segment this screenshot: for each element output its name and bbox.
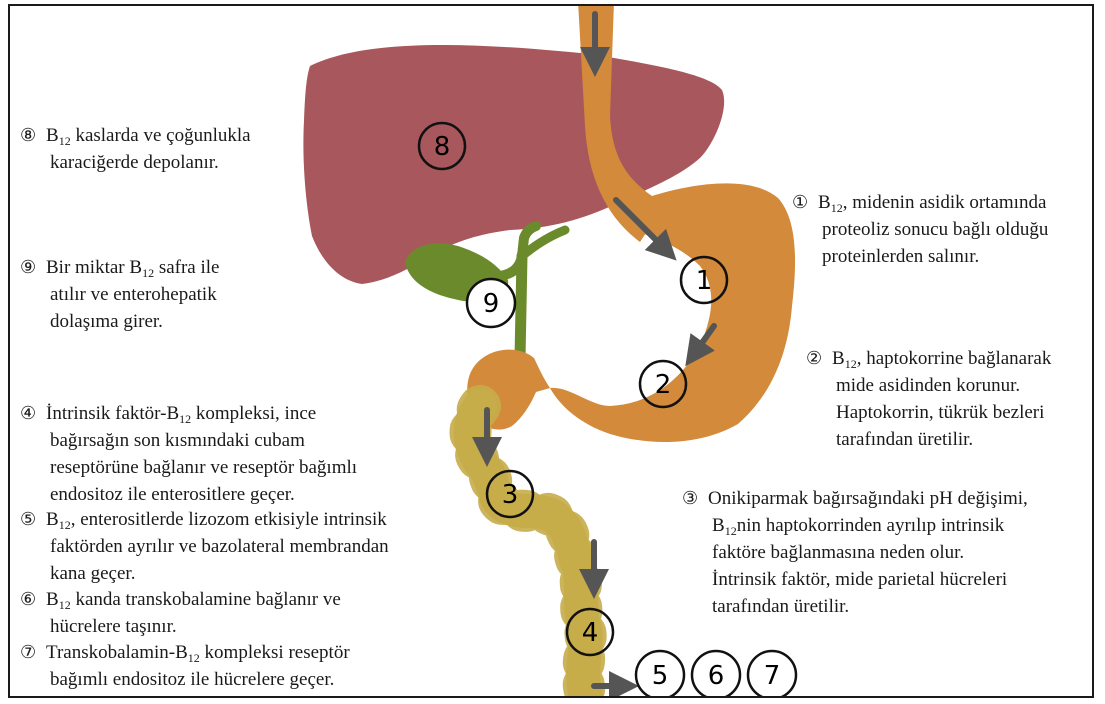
- note-line: kana geçer.: [20, 560, 389, 587]
- note-line: faktöre bağlanmasına neden olur.: [682, 539, 1028, 566]
- marker-3-label: 3: [502, 480, 519, 510]
- note-text: , midenin asidik ortamında: [843, 192, 1047, 213]
- note-line: İntrinsik faktör, mide parietal hücreler…: [682, 566, 1028, 593]
- note-text: safra ile: [154, 257, 219, 278]
- marker-6: 6: [692, 651, 740, 698]
- step-number-icon: ⑥: [20, 586, 36, 613]
- note-text: nin haptokorrinden ayrılıp intrinsik: [737, 515, 1005, 536]
- note-text: B: [46, 589, 59, 610]
- subscript: 12: [725, 524, 737, 538]
- step-number-icon: ④: [20, 400, 36, 427]
- marker-9: 9: [467, 279, 515, 327]
- subscript: 12: [845, 357, 857, 371]
- marker-5: 5: [636, 651, 684, 698]
- step-number-icon: ⑦: [20, 639, 36, 666]
- note-text: B: [46, 125, 59, 146]
- note-line: proteoliz sonucu bağlı olduğu: [792, 216, 1048, 243]
- note-text: B: [712, 515, 725, 536]
- step-number-icon: ③: [682, 485, 698, 512]
- note-line: bağımlı endositoz ile hücrelere geçer.: [20, 666, 350, 693]
- note-line: faktörden ayrılır ve bazolateral membran…: [20, 533, 389, 560]
- step-number-icon: ①: [792, 189, 808, 216]
- note-line: endositoz ile enterositlere geçer.: [20, 481, 357, 508]
- note-line: proteinlerden salınır.: [792, 243, 1048, 270]
- note-text: , haptokorrine bağlanarak: [857, 348, 1052, 369]
- note-line: bağırsağın son kısmındaki cubam: [20, 427, 357, 454]
- marker-8-label: 8: [434, 132, 451, 162]
- step-number-icon: ⑨: [20, 254, 36, 281]
- note-line: hücrelere taşınır.: [20, 613, 341, 640]
- marker-4-label: 4: [582, 618, 599, 648]
- marker-5-label: 5: [652, 661, 669, 691]
- step-number-icon: ⑤: [20, 506, 36, 533]
- marker-7: 7: [748, 651, 796, 698]
- step-number-icon: ②: [806, 345, 822, 372]
- note-text: Bir miktar B: [46, 257, 142, 278]
- marker-6-label: 6: [708, 661, 725, 691]
- note-text: , enterositlerde lizozom etkisiyle intri…: [71, 509, 387, 530]
- note-line: Haptokorrin, tükrük bezleri: [806, 399, 1051, 426]
- subscript: 12: [831, 201, 843, 215]
- note-line: B12, midenin asidik ortamında: [792, 189, 1048, 216]
- note-line: tarafından üretilir.: [682, 593, 1028, 620]
- note-text: kanda transkobalamine bağlanır ve: [71, 589, 341, 610]
- marker-9-label: 9: [483, 289, 500, 319]
- note-text: B: [46, 509, 59, 530]
- note-line: Transkobalamin-B12 kompleksi reseptör: [20, 639, 350, 666]
- step-number-icon: ⑧: [20, 122, 36, 149]
- subscript: 12: [142, 266, 154, 280]
- note-line: mide asidinden korunur.: [806, 372, 1051, 399]
- marker-2-label: 2: [655, 370, 672, 400]
- note-line: B12 kanda transkobalamine bağlanır ve: [20, 586, 341, 613]
- note-line: B12, haptokorrine bağlanarak: [806, 345, 1051, 372]
- note-line: B12, enterositlerde lizozom etkisiyle in…: [20, 506, 389, 533]
- subscript: 12: [59, 134, 71, 148]
- note-line: atılır ve enterohepatik: [20, 281, 219, 308]
- note-line: reseptörüne bağlanır ve reseptör bağımlı: [20, 454, 357, 481]
- note-line: B12nin haptokorrinden ayrılıp intrinsik: [682, 512, 1028, 539]
- note-text: B: [832, 348, 845, 369]
- note-text: kaslarda ve çoğunlukla: [71, 125, 251, 146]
- note-line: dolaşıma girer.: [20, 308, 219, 335]
- subscript: 12: [179, 412, 191, 426]
- marker-1-label: 1: [696, 266, 713, 296]
- subscript: 12: [59, 518, 71, 532]
- note-line: Bir miktar B12 safra ile: [20, 254, 219, 281]
- note-line: tarafından üretilir.: [806, 426, 1051, 453]
- note-text: İntrinsik faktör-B: [46, 403, 179, 424]
- note-text: B: [818, 192, 831, 213]
- note-line: İntrinsik faktör-B12 kompleksi, ince: [20, 400, 357, 427]
- note-text: kompleksi reseptör: [200, 642, 350, 663]
- note-line: Onikiparmak bağırsağındaki pH değişimi,: [682, 485, 1028, 512]
- note-line: karaciğerde depolanır.: [20, 149, 251, 176]
- subscript: 12: [188, 651, 200, 665]
- note-text: Transkobalamin-B: [46, 642, 188, 663]
- note-line: B12 kaslarda ve çoğunlukla: [20, 122, 251, 149]
- marker-7-label: 7: [764, 661, 781, 691]
- note-text: kompleksi, ince: [191, 403, 316, 424]
- subscript: 12: [59, 598, 71, 612]
